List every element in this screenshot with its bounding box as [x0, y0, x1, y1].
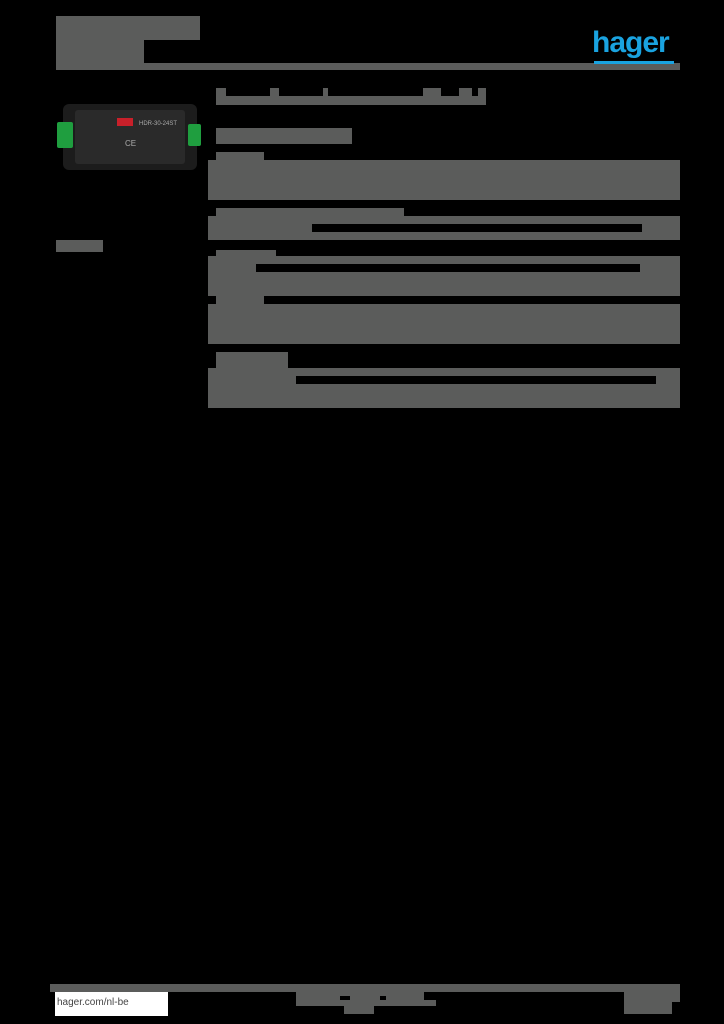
svg-text:HDR-30-24ST: HDR-30-24ST — [139, 121, 177, 127]
footer-url[interactable]: hager.com/nl-be — [57, 997, 129, 1008]
spec-row-redacted — [208, 256, 680, 296]
footer-url-box: hager.com/nl-be — [55, 992, 168, 1016]
svg-text:CE: CE — [125, 139, 136, 148]
footer-right-redacted — [624, 1000, 672, 1014]
section-body-redacted — [208, 160, 680, 200]
hager-logo: hager — [592, 26, 670, 59]
section-heading-redacted — [216, 250, 276, 258]
meanwell-logo-icon — [117, 118, 133, 126]
section-heading-redacted — [216, 296, 264, 304]
product-image: HDR-30-24ST CE — [57, 104, 201, 170]
logo-underline — [594, 61, 674, 64]
footer-center-redacted — [344, 1004, 374, 1014]
section-heading-redacted — [216, 208, 404, 217]
section-heading-redacted — [216, 152, 264, 160]
header-title-redacted — [56, 22, 200, 40]
product-subtitle-redacted — [216, 128, 352, 144]
header-subtitle-redacted — [56, 38, 144, 64]
footer-right-redacted — [624, 992, 680, 1002]
section-body-redacted — [208, 304, 680, 344]
footer-divider — [50, 984, 680, 992]
terminal-right — [188, 124, 201, 146]
section-heading-redacted — [216, 352, 288, 368]
footer-center-redacted — [296, 1000, 436, 1006]
footer-center-redacted — [296, 992, 424, 1002]
header-divider — [56, 63, 680, 70]
spec-row-redacted — [208, 368, 680, 408]
terminal-left — [57, 122, 73, 148]
sidebar-label-redacted — [56, 240, 103, 252]
